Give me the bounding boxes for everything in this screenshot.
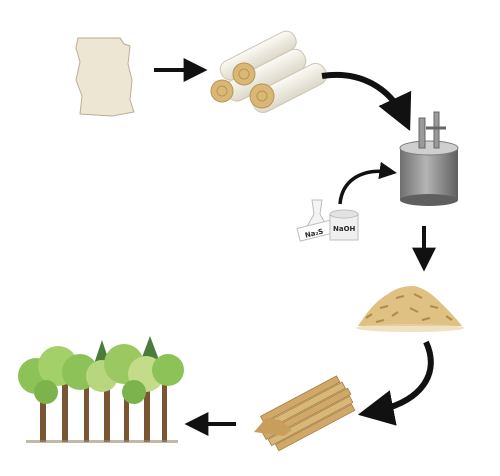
sawn-timber-pile-icon: [254, 375, 356, 452]
chemical-label-naoh: NaOH: [333, 225, 356, 233]
chemical-containers-icon: Na₂S NaOH: [296, 199, 359, 242]
forest-trees-icon: [18, 336, 184, 443]
arrow-logs-to-digester: [321, 71, 412, 132]
arrow-chips-to-lumber: [357, 340, 434, 426]
pulp-digester-tank-icon: [399, 111, 459, 206]
debarked-logs-icon: [210, 30, 328, 113]
wood-chip-pile-icon: [356, 286, 464, 332]
paper-sheet-icon: [75, 37, 135, 117]
arrow-chemicals-to-digester: [338, 161, 397, 205]
